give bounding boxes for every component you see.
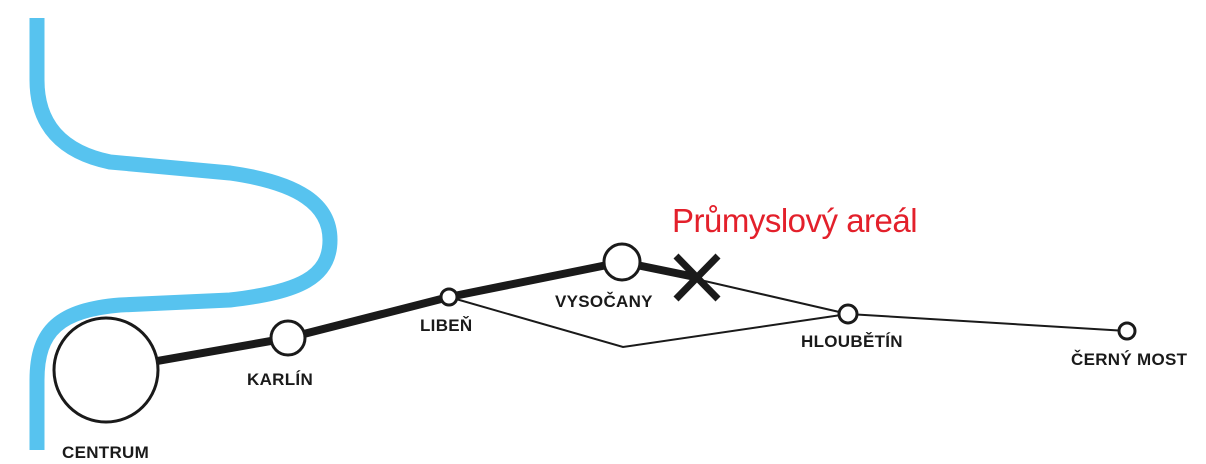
thin-route-hloubetin-cerny-most (847, 313, 1128, 332)
station-label-karlin: KARLÍN (247, 370, 313, 389)
station-liben-marker (439, 287, 459, 307)
x-cross-icon (673, 253, 721, 302)
station-label-liben: LIBEŇ (420, 316, 473, 335)
station-vysocany-marker (602, 242, 642, 282)
industrial-area-label: Průmyslový areál (672, 202, 917, 239)
river-line (29, 18, 338, 450)
station-label-cerny-most: ČERNÝ MOST (1071, 350, 1188, 369)
station-label-vysocany: VYSOČANY (555, 292, 653, 311)
thin-route-liben-hloubetin (448, 296, 849, 349)
station-cerny-most-marker (1117, 321, 1137, 341)
station-label-hloubetin: HLOUBĚTÍN (801, 332, 903, 351)
main-route (105, 258, 701, 374)
station-hloubetin-marker (837, 303, 859, 325)
station-karlin-marker (269, 319, 307, 357)
station-label-centrum: CENTRUM (62, 443, 149, 462)
station-centrum-marker (52, 316, 160, 424)
